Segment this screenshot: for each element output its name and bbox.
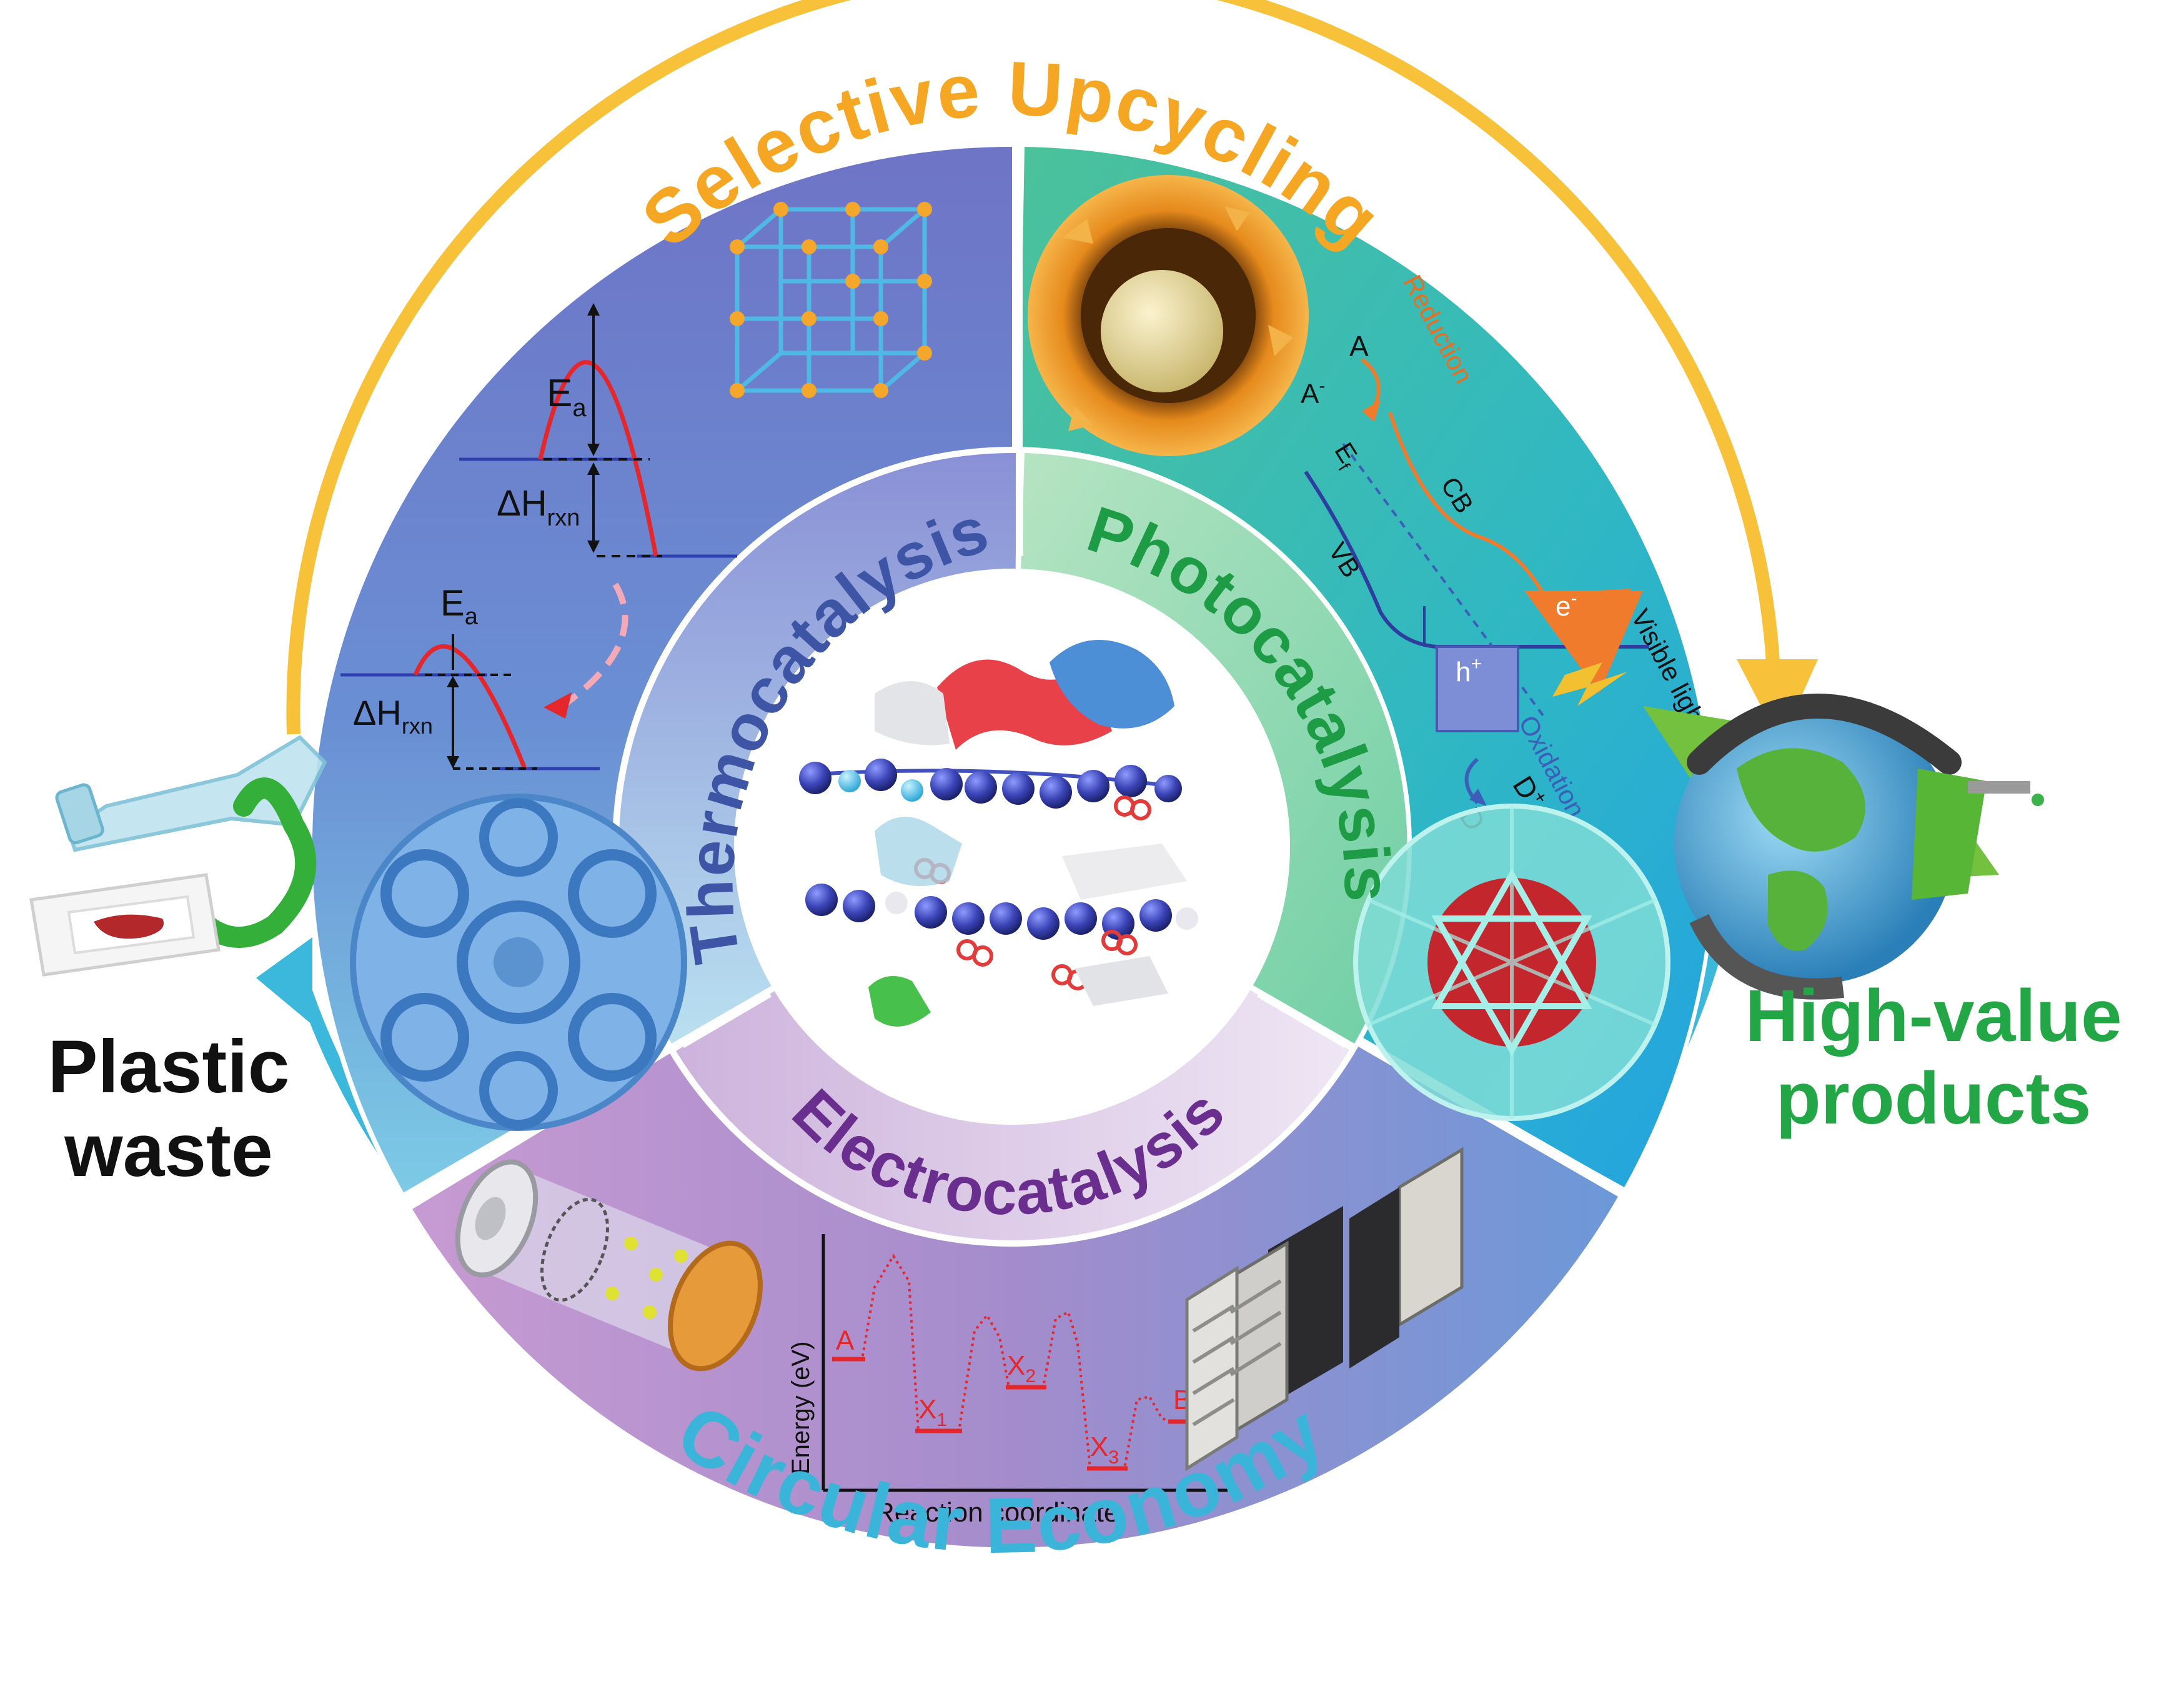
battery-cell — [455, 1159, 763, 1372]
electrolyzer-stack — [1185, 1147, 1464, 1472]
polyhedral-nanocage — [1353, 804, 1670, 1121]
x-axis-label: Reaction coordinate — [875, 1497, 1119, 1528]
state-a-label: A — [836, 1325, 855, 1356]
plastic-waste-line1: Plastic — [47, 1025, 290, 1109]
lattice-atoms — [730, 202, 932, 398]
chain-beads-row1 — [799, 759, 1182, 809]
yolk-shell-particle — [1028, 175, 1309, 456]
electro-panel: A X1 X2 X3 B Energy (eV) Reaction coordi… — [455, 1147, 1464, 1528]
hole-well — [1436, 645, 1519, 732]
state-x3-label: X3 — [1090, 1432, 1119, 1468]
plastic-waste-illustration — [29, 735, 327, 977]
reaction-path — [834, 1253, 1203, 1470]
bottom-arrowhead — [256, 937, 312, 1025]
energy-profile-chart: A X1 X2 X3 B Energy (eV) Reaction coordi… — [787, 1234, 1228, 1528]
polymer-chains-illustration — [799, 640, 1198, 1027]
high-value-line1: High-value — [1745, 975, 2122, 1057]
top-arc-arrow — [286, 0, 1781, 735]
globe-fuel-illustration — [1643, 694, 2044, 1000]
thermo-panel: Ea ΔHrxn Ea ΔHrxn — [340, 202, 932, 1131]
plastic-waste-line2: waste — [64, 1109, 273, 1193]
plastic-waste-label: Plastic waste — [12, 1025, 325, 1193]
energy-barrier-low: Ea ΔHrxn — [340, 583, 600, 770]
state-x1-label: X1 — [918, 1394, 947, 1430]
vb-curve — [1304, 471, 1649, 649]
high-value-products-label: High-value products — [1687, 975, 2180, 1140]
energy-barrier-high: Ea ΔHrxn — [459, 303, 737, 558]
ea2-label: Ea — [440, 583, 479, 630]
a-label: A — [1349, 330, 1369, 362]
catalysis-lowering-arrow — [560, 582, 628, 709]
lightning-bolt-icon — [1552, 662, 1627, 706]
high-value-line2: products — [1775, 1057, 2092, 1140]
ea-label: Ea — [547, 372, 587, 422]
dh-label: ΔHrxn — [497, 483, 580, 531]
e-label: e- — [1556, 588, 1577, 622]
chain-beads-row2 — [805, 884, 1198, 940]
h-label: h+ — [1456, 654, 1482, 687]
electron-well — [1524, 590, 1643, 694]
a-minus-label: A- — [1301, 376, 1325, 409]
state-x2-label: X2 — [1007, 1350, 1036, 1387]
dh2-label: ΔHrxn — [353, 693, 433, 739]
y-axis-label: Energy (eV) — [787, 1342, 815, 1475]
fullerene-cage — [350, 794, 687, 1131]
